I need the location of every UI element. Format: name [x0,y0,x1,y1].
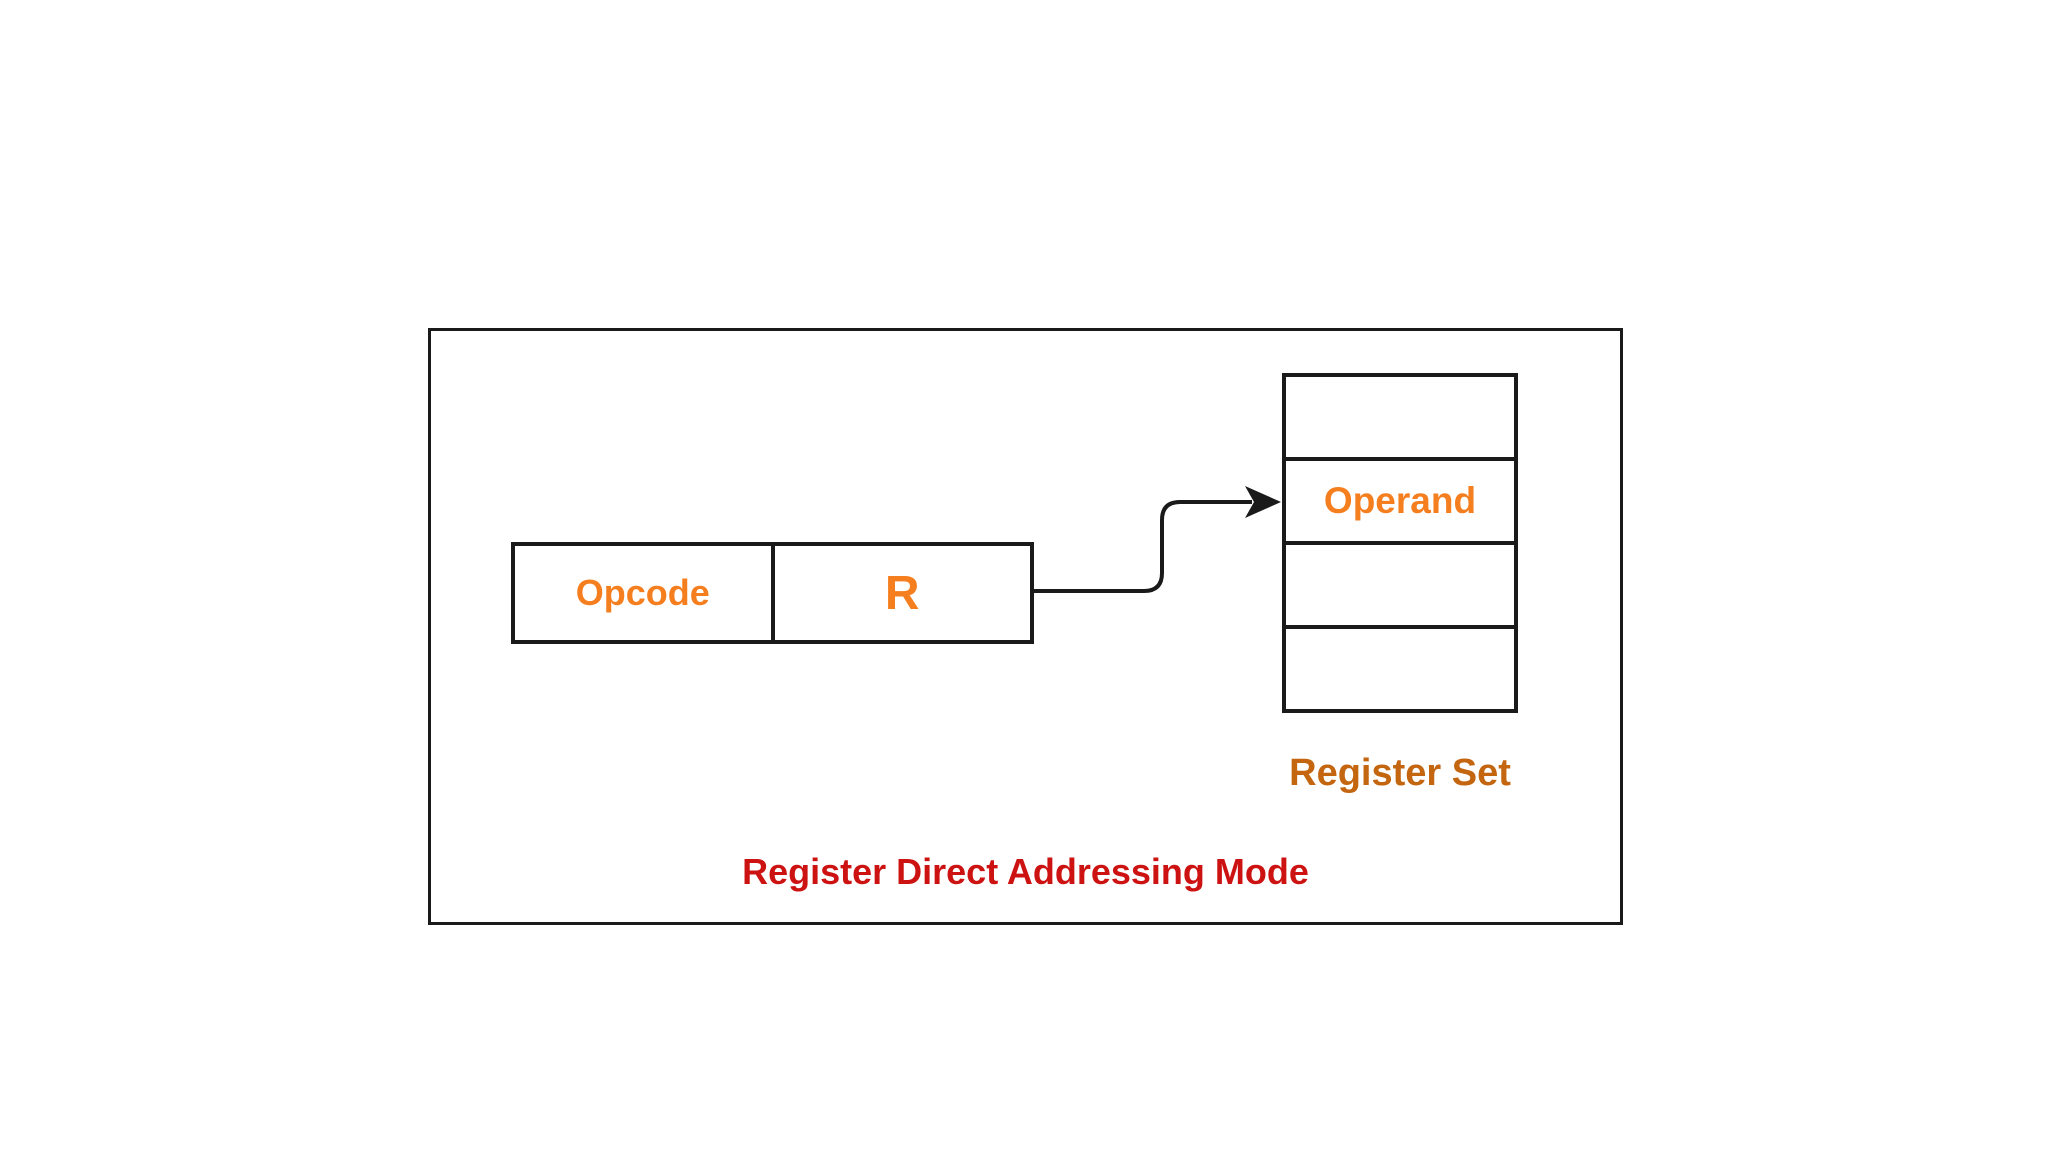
register-row-operand: Operand [1286,457,1514,541]
instruction-word-box: Opcode R [511,542,1034,644]
register-field-label: R [884,566,920,620]
opcode-label: Opcode [575,572,710,613]
register-set-box: Operand [1282,373,1518,713]
register-row-3 [1286,625,1514,709]
opcode-field: Opcode [515,546,771,640]
diagram-title: Register Direct Addressing Mode [742,851,1309,892]
register-set-caption: Register Set [1289,752,1511,794]
register-row-0 [1286,377,1514,457]
operand-label: Operand [1323,480,1477,521]
register-row-2 [1286,541,1514,625]
register-field: R [770,546,1031,640]
